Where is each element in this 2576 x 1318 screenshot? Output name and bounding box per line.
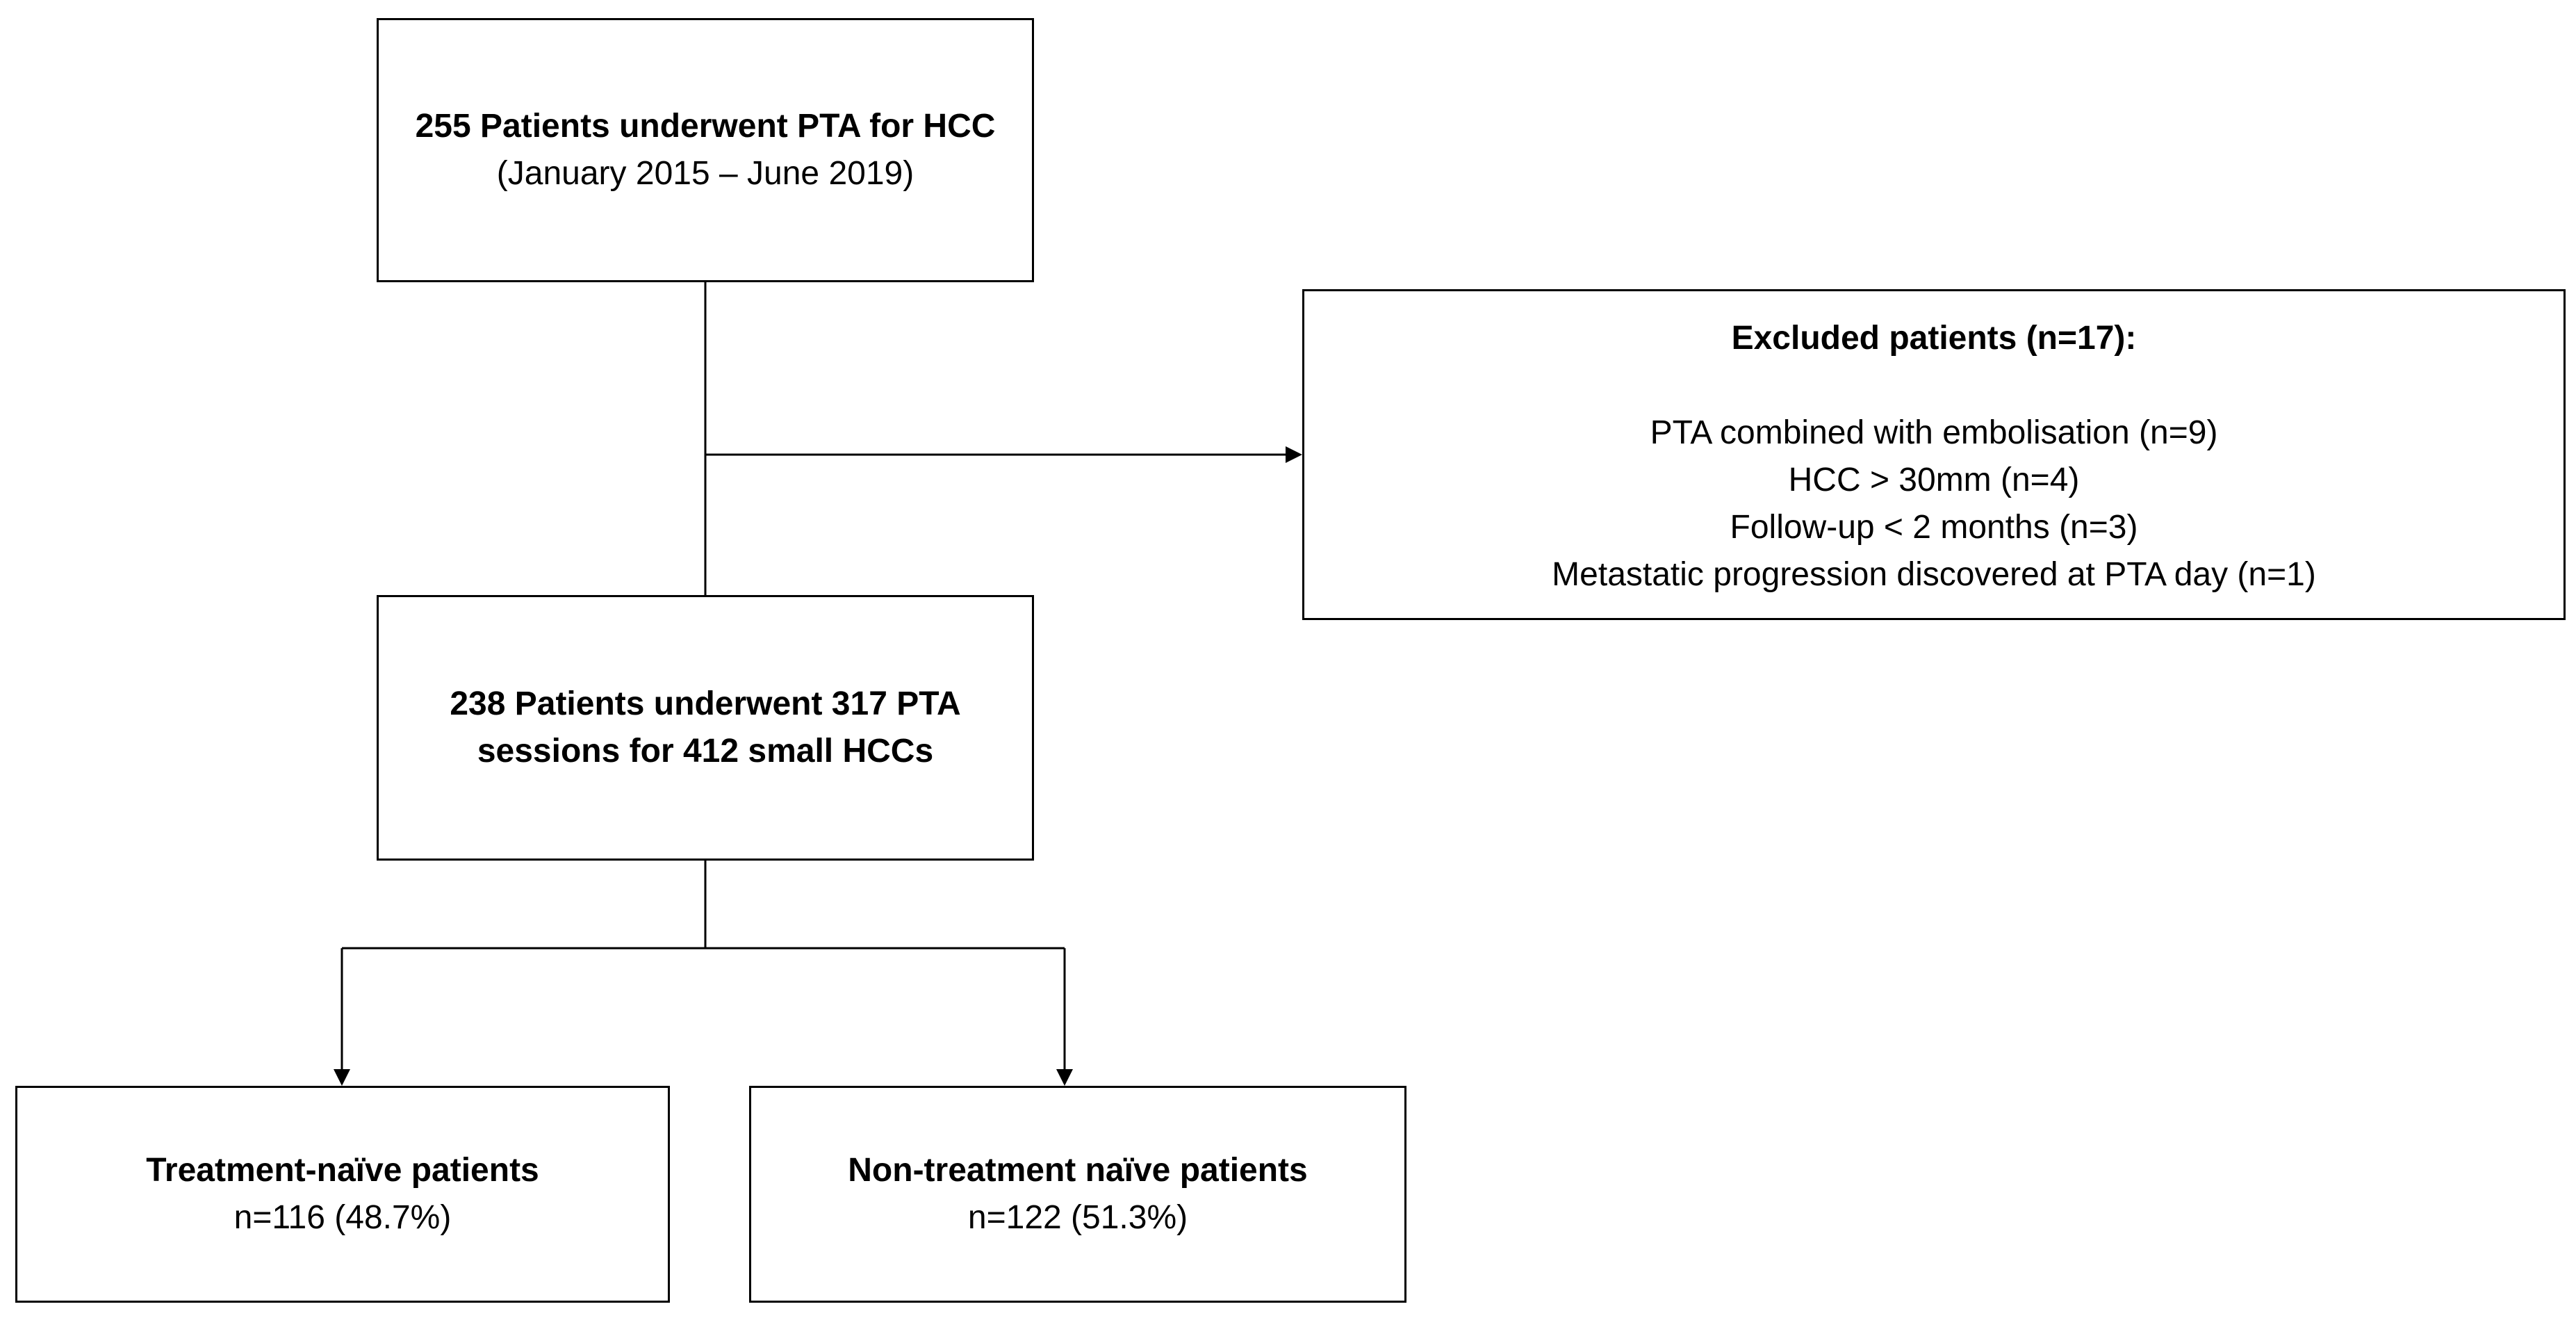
box-treatment-naive: Treatment-naïve patients n=116 (48.7%) xyxy=(15,1086,670,1303)
excluded-item: Follow-up < 2 months (n=3) xyxy=(1730,509,2138,546)
arrow-to-non-naive xyxy=(1056,1069,1073,1086)
non-treatment-naive-count: n=122 (51.3%) xyxy=(967,1199,1188,1236)
initial-cohort-period: (January 2015 – June 2019) xyxy=(496,155,914,192)
excluded-item: PTA combined with embolisation (n=9) xyxy=(1650,414,2218,451)
excluded-item: Metastatic progression discovered at PTA… xyxy=(1552,556,2316,593)
included-line-2: sessions for 412 small HCCs xyxy=(477,733,934,770)
excluded-title: Excluded patients (n=17): xyxy=(1731,320,2137,357)
non-treatment-naive-title: Non-treatment naïve patients xyxy=(848,1152,1308,1189)
box-initial-cohort: 255 Patients underwent PTA for HCC (Janu… xyxy=(377,18,1034,282)
included-line-1: 238 Patients underwent 317 PTA xyxy=(450,685,961,722)
box-excluded-patients: Excluded patients (n=17): PTA combined w… xyxy=(1302,289,2566,620)
box-included-cohort: 238 Patients underwent 317 PTA sessions … xyxy=(377,595,1034,861)
excluded-item: HCC > 30mm (n=4) xyxy=(1788,462,2080,498)
treatment-naive-count: n=116 (48.7%) xyxy=(233,1199,452,1236)
box-non-treatment-naive: Non-treatment naïve patients n=122 (51.3… xyxy=(749,1086,1406,1303)
treatment-naive-title: Treatment-naïve patients xyxy=(146,1152,539,1189)
initial-cohort-title: 255 Patients underwent PTA for HCC xyxy=(415,108,996,145)
arrow-to-naive xyxy=(334,1069,350,1086)
arrow-to-excluded xyxy=(1286,446,1302,463)
